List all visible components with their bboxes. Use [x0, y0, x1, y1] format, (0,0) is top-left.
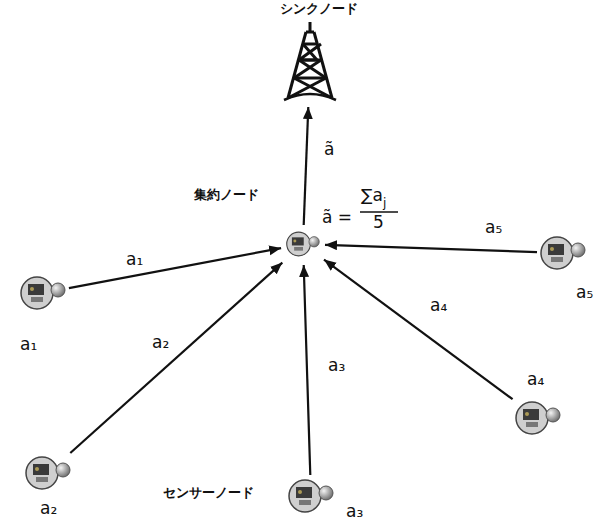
- sensor-node: a₁: [20, 275, 66, 311]
- formula-part: ∑a: [361, 186, 383, 206]
- sensor-icon: [25, 455, 71, 491]
- tower-icon: [282, 22, 338, 102]
- node-caption: 集約ノード: [194, 188, 259, 203]
- formula-part: ã =: [322, 208, 352, 228]
- sensor-icon: [540, 235, 586, 271]
- sensor-node: a₄: [515, 400, 561, 436]
- node-value: a₁: [20, 335, 37, 355]
- sensor-node: a₂: [25, 455, 71, 491]
- edge-label: a₂: [150, 333, 171, 353]
- sensor-node: センサーノードa₃: [288, 478, 334, 514]
- sensor-icon: [20, 275, 66, 311]
- node-value: a₂: [40, 499, 57, 519]
- node-value: a₄: [527, 370, 544, 390]
- sink-node: シンクノード: [282, 22, 338, 102]
- data-arrow: [69, 248, 281, 288]
- edge-label: a₃: [326, 356, 347, 376]
- edge-label: a₅: [483, 218, 504, 238]
- formula-part: 5: [373, 213, 384, 233]
- formula-part: j: [383, 197, 386, 211]
- sensor-icon: [288, 478, 334, 514]
- sensor-icon: [515, 400, 561, 436]
- sensor-icon: [286, 228, 320, 260]
- sensor-node: a₅: [540, 235, 586, 271]
- data-arrow: [304, 107, 309, 225]
- node-caption: シンクノード: [280, 2, 358, 17]
- aggregation-node: 集約ノード: [286, 228, 320, 260]
- data-arrow: [70, 263, 282, 453]
- edge-label: a₁: [124, 250, 145, 270]
- node-value: a₃: [346, 502, 363, 522]
- data-arrow: [304, 265, 311, 475]
- data-arrow: [325, 245, 537, 252]
- node-caption: センサーノード: [163, 486, 254, 501]
- edge-label: a₄: [428, 296, 449, 316]
- data-arrow: [324, 260, 513, 400]
- edge-label: ã: [322, 140, 336, 160]
- node-value: a₅: [576, 283, 593, 303]
